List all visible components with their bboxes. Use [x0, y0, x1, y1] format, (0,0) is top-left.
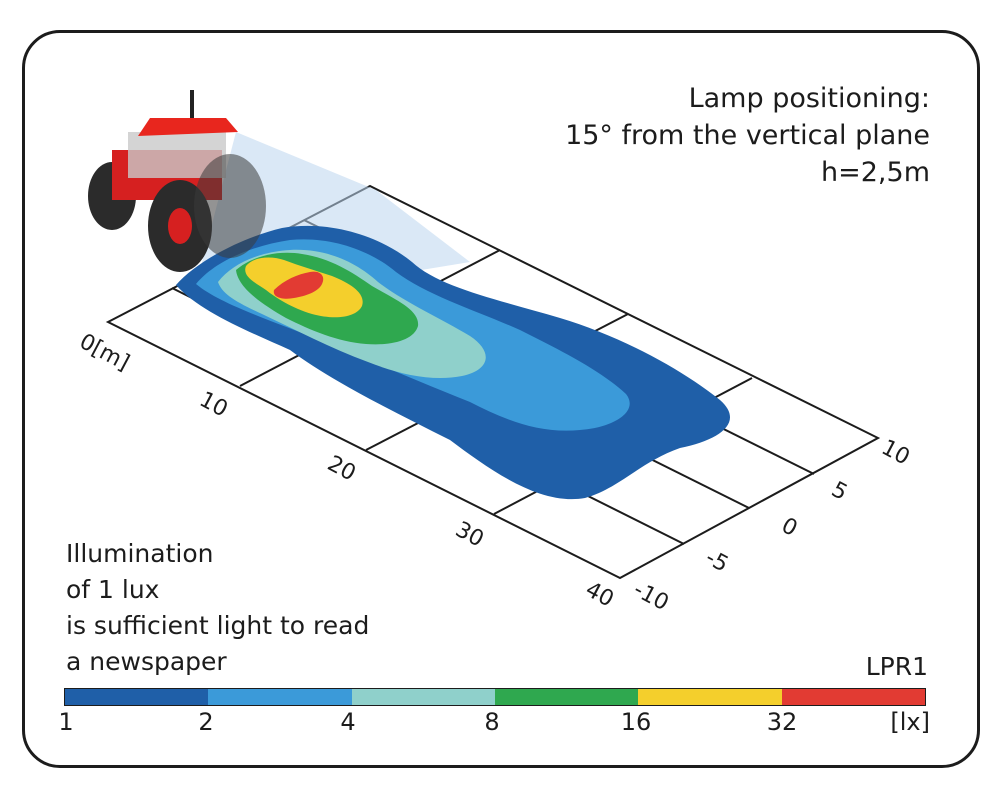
- legend-segment-16-32: [638, 689, 782, 705]
- legend-tick-8: 8: [484, 708, 500, 736]
- model-label: LPR1: [865, 652, 928, 681]
- legend-tick-16: 16: [620, 708, 652, 736]
- legend-tick-4: 4: [340, 708, 356, 736]
- tractor-front-hub: [168, 208, 192, 244]
- note-line-3: is sufficient light to read: [66, 611, 370, 640]
- contour-32lx: [273, 271, 324, 299]
- distance-label-40: 40: [581, 577, 617, 612]
- tractor-image: [88, 90, 266, 272]
- tractor-side-wheel: [194, 154, 266, 258]
- legend-tick-2: 2: [198, 708, 214, 736]
- lateral-label-10: 10: [877, 435, 913, 470]
- tractor-cab-roof: [138, 118, 238, 136]
- distance-label-20: 20: [323, 451, 359, 486]
- legend-segment-32-plus: [781, 689, 925, 705]
- illumination-note: Illumination of 1 lux is sufficient ligh…: [66, 536, 369, 680]
- legend-unit: [lx]: [890, 708, 930, 736]
- legend-tick-1: 1: [58, 708, 74, 736]
- lateral-label-0: 0: [777, 513, 801, 542]
- note-line-1: Illumination: [66, 539, 214, 568]
- lateral-label-5: 5: [827, 477, 851, 506]
- legend-segment-2-4: [208, 689, 352, 705]
- legend-segment-8-16: [494, 689, 639, 705]
- caption-line-1: Lamp positioning:: [688, 83, 930, 114]
- legend-segment-4-8: [351, 689, 495, 705]
- legend-tick-32: 32: [766, 708, 798, 736]
- distance-label-10: 10: [195, 387, 231, 422]
- illumination-contours: [176, 225, 731, 500]
- caption-line-2: 15° from the vertical plane: [565, 120, 930, 151]
- lux-legend-bar: [64, 688, 926, 706]
- legend-segment-1-2: [65, 689, 209, 705]
- lateral-label-neg5: -5: [701, 545, 732, 577]
- lamp-caption: Lamp positioning: 15° from the vertical …: [565, 80, 930, 191]
- lateral-label-neg10: -10: [629, 577, 672, 616]
- note-line-2: of 1 lux: [66, 575, 160, 604]
- distance-label-0: 0[m]: [75, 329, 133, 376]
- note-line-4: a newspaper: [66, 647, 227, 676]
- caption-line-3: h=2,5m: [821, 157, 930, 188]
- diagram-frame: [22, 30, 980, 768]
- distance-label-30: 30: [451, 517, 487, 552]
